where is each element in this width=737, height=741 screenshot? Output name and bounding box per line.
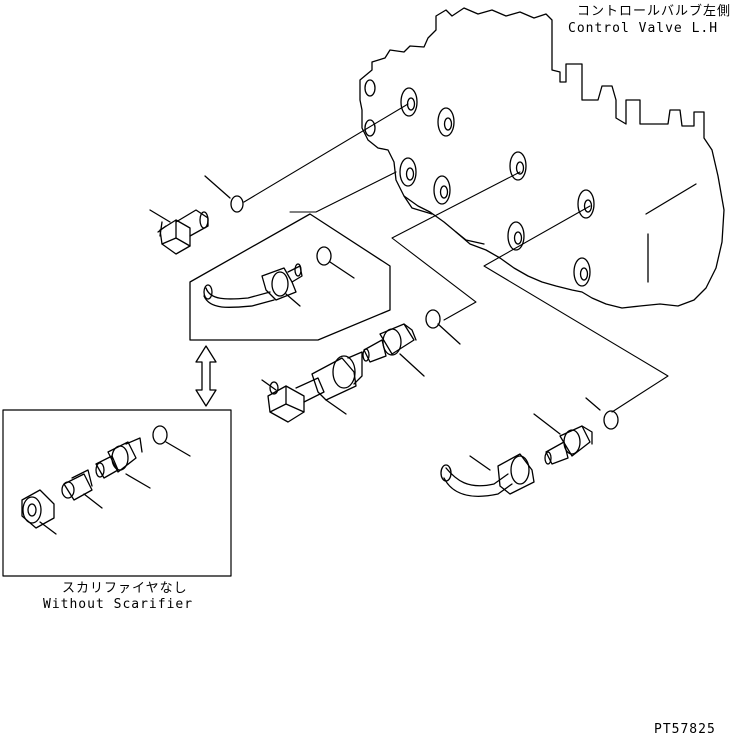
leader-line <box>205 176 230 198</box>
callout-box-hose <box>190 214 390 340</box>
leader-line <box>286 294 300 306</box>
leader-line <box>326 400 346 414</box>
adapter-lower <box>545 426 592 464</box>
connection-lines <box>244 104 668 412</box>
without-scarifier-box <box>3 410 231 576</box>
control-valve-label-jp: コントロールバルブ左側 <box>577 4 732 19</box>
leader-line <box>400 354 424 376</box>
o-ring <box>153 426 167 444</box>
leader-line <box>84 494 102 508</box>
leader-line <box>586 398 600 410</box>
o-ring <box>231 196 243 212</box>
leader-line <box>330 262 354 278</box>
o-ring <box>317 247 331 265</box>
leader-line <box>438 324 460 344</box>
hose-elbow <box>204 264 302 307</box>
leader-line <box>40 522 56 534</box>
leader-line <box>470 456 490 470</box>
leader-line <box>126 474 150 488</box>
leader-line <box>534 414 560 434</box>
figure-id: PT57825 <box>654 722 716 737</box>
o-ring <box>604 411 618 429</box>
elbow-adapter-upper <box>158 210 208 254</box>
leader-line <box>262 380 276 390</box>
without-scarifier-label-en: Without Scarifier <box>43 597 194 612</box>
leader-line <box>166 442 190 456</box>
without-scarifier-label-jp: スカリファイヤなし <box>62 581 188 596</box>
o-ring <box>426 310 440 328</box>
control-valve-body <box>360 8 724 308</box>
valve-ports <box>365 80 594 286</box>
control-valve-label-en: Control Valve L.H <box>568 21 719 36</box>
leader-line <box>150 210 170 222</box>
scarifier-alt-parts <box>22 438 142 528</box>
hose-fitting-lower <box>441 454 534 496</box>
fitting-chain-middle <box>268 324 416 422</box>
interchange-arrow <box>196 346 216 406</box>
